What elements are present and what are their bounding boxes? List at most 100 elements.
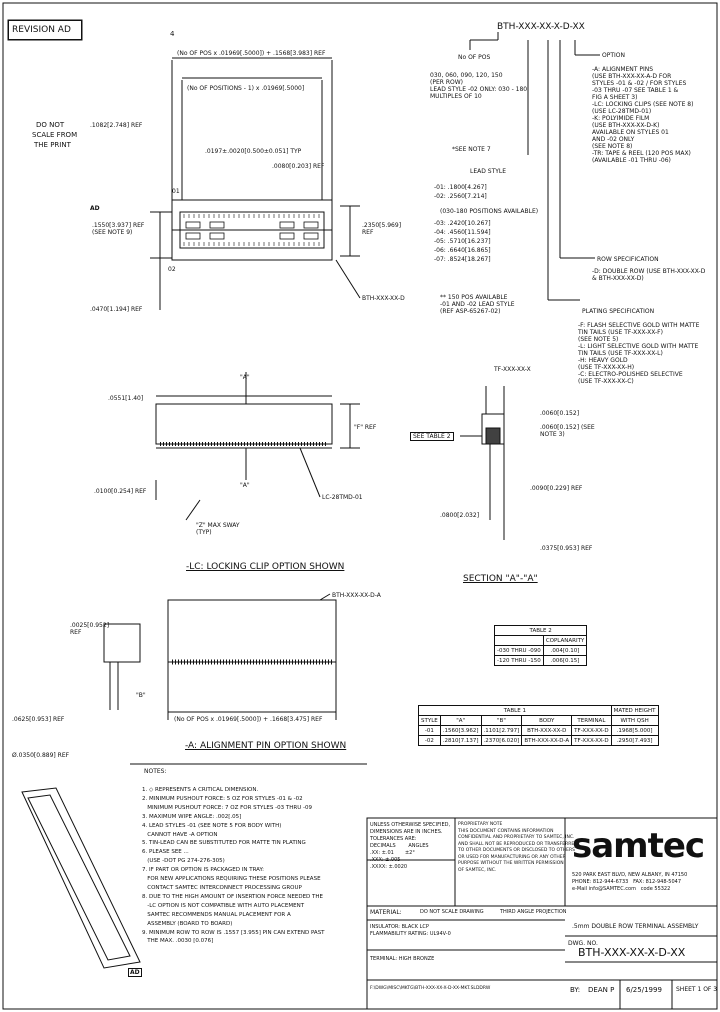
top-dim-8: .0470[1.194] REF	[90, 306, 143, 313]
side-callout: LC-28TMD-01	[322, 494, 363, 501]
drawn-by: DEAN P	[588, 986, 615, 994]
table-2-cell: -120 THRU -150	[494, 655, 544, 666]
see-note-7: *SEE NOTE 7	[452, 146, 491, 153]
dwg-no: BTH-XXX-XX-X-D-XX	[578, 946, 686, 959]
drawing-date: 6/25/1999	[626, 986, 662, 994]
table-1-cell: -01	[418, 725, 441, 736]
table-1-cell: -02	[418, 735, 441, 746]
table-2-cell: .006[0.15]	[542, 655, 588, 666]
material-label: MATERIAL:	[370, 909, 402, 916]
row-spec-text: -D: DOUBLE ROW (USE BTH-XXX-XX-D & BTH-X…	[592, 268, 706, 282]
title-block-frame	[366, 817, 718, 1010]
row-spec-title: ROW SPECIFICATION	[597, 256, 659, 263]
align-dim-3: Ø.0350[0.889] REF	[12, 752, 70, 759]
side-dim-f: "F" REF	[354, 424, 377, 431]
file-path: F:\DWG\MISC\MKTG\BTH-XXX-XX-X-D-XX-MKT.S…	[370, 986, 491, 991]
table-1-cell: .2370[6.020]	[480, 735, 523, 746]
option-title: OPTION	[602, 52, 625, 59]
table-1-right-title: MATED HEIGHT	[610, 705, 659, 716]
table-2-title: TABLE 2	[493, 625, 588, 636]
revision-label-box: REVISION AD	[8, 20, 82, 40]
samtec-address: 520 PARK EAST BLVD, NEW ALBANY, IN 47150…	[572, 872, 688, 892]
align-dim-4: (No OF POS x .01969[.5000]) + .1668[3.47…	[174, 716, 323, 723]
sheet-number: SHEET 1 OF 3	[676, 986, 718, 993]
table-2-header	[494, 635, 544, 646]
lead-style-01: -01: .1800[4.267]	[434, 184, 487, 191]
top-dim-6: .1550[3.937] REF (SEE NOTE 9)	[92, 222, 145, 236]
top-view-slots	[185, 221, 319, 240]
table-2-cell: .004[0.10]	[542, 645, 588, 656]
proprietary-note: PROPRIETARY NOTE THIS DOCUMENT CONTAINS …	[458, 822, 578, 873]
table-1-cell: .1560[3.962]	[439, 725, 482, 736]
align-view-title: -A: ALIGNMENT PIN OPTION SHOWN	[185, 741, 347, 751]
table-1-header: "B"	[480, 715, 523, 726]
align-marker-b: "B"	[136, 692, 146, 699]
table-1-cell: BTH-XXX-XX-D	[521, 725, 573, 736]
top-dim-4: .1082[2.748] REF	[90, 122, 143, 129]
section-dim-2: .0060[0.152] (SEE NOTE 3)	[540, 424, 595, 438]
notes-text: 1. ◇ REPRESENTS A CRITICAL DIMENSION. 2.…	[142, 787, 325, 945]
side-view-title: -LC: LOCKING CLIP OPTION SHOWN	[186, 562, 345, 572]
part-number-header: BTH-XXX-XX-X-D-XX	[497, 22, 585, 32]
do-not-scale-1: DO NOT	[36, 121, 65, 129]
by-label: BY:	[570, 986, 581, 994]
samtec-logo: samtec	[572, 826, 705, 866]
table-1-cell: TF-XXX-XX-D	[571, 725, 612, 736]
rev-marker-notes: AD	[128, 968, 142, 977]
pin-label-02: 02	[168, 266, 176, 273]
table-1-header: "A"	[439, 715, 482, 726]
lead-style-02: -02: .2560[7.214]	[434, 193, 487, 200]
no-of-pos-title: No OF POS	[458, 54, 491, 61]
table-2-header: COPLANARITY	[542, 635, 588, 646]
revision-label: REVISION AD	[12, 25, 71, 35]
lead-style-07: -07: .8524[18.267]	[434, 256, 491, 263]
lead-style-03: -03: .2420[10.267]	[434, 220, 491, 227]
table-1-header: BODY	[521, 715, 573, 726]
top-dim-2: (No OF POSITIONS - 1) x .01969[.5000]	[187, 85, 305, 92]
lead-style-note: (030-180 POSITIONS AVAILABLE)	[440, 208, 539, 215]
see-table-2: SEE TABLE 2	[410, 432, 454, 441]
section-dim-5: .0375[0.953] REF	[540, 545, 593, 552]
plating-text: -F: FLASH SELECTIVE GOLD WITH MATTE TIN …	[578, 322, 700, 385]
lead-style-05: -05: .5710[16.237]	[434, 238, 491, 245]
table-1-cell: TF-XXX-XX-D	[571, 735, 612, 746]
connector-3d-sketch	[21, 787, 141, 969]
section-title: SECTION "A"-"A"	[463, 574, 538, 584]
critical-note-marker: 4	[170, 30, 175, 38]
table-1-header: WITH QSH	[610, 715, 659, 726]
top-dim-7: .2350[5.969] REF	[362, 222, 402, 236]
align-callout: BTH-XXX-XX-D-A	[332, 592, 381, 599]
do-not-scale-3: THE PRINT	[34, 141, 71, 149]
table-1-title: TABLE 1	[418, 705, 612, 716]
side-view-body	[155, 403, 333, 445]
section-dim-1: .0060[0.152]	[540, 410, 580, 417]
side-view-terminals	[160, 442, 332, 665]
table-2: TABLE 2 COPLANARITY -030 THRU -090.004[0…	[493, 625, 588, 666]
dwg-no-label: DWG. NO.	[568, 940, 598, 947]
table-1-cell: BTH-XXX-XX-D-A	[521, 735, 573, 746]
section-marker-a-top: "A"	[240, 374, 250, 381]
notes-title: NOTES:	[144, 768, 167, 775]
side-dim-h: .0551[1.40]	[108, 395, 144, 402]
align-end-view	[103, 623, 141, 663]
description: .5mm DOUBLE ROW TERMINAL ASSEMBLY	[572, 923, 699, 930]
do-not-scale-2: SCALE FROM	[32, 131, 78, 139]
table-1-cell: .2950[7.493]	[610, 735, 659, 746]
align-side-view	[167, 599, 337, 663]
third-angle-projection: THIRD ANGLE PROJECTION	[500, 909, 567, 915]
option-text: -A: ALIGNMENT PINS (USE BTH-XXX-XX-A-D F…	[592, 66, 694, 164]
lead-style-06: -06: .6640[16.865]	[434, 247, 491, 254]
terminal-spec: TERMINAL: HIGH BRONZE	[370, 956, 435, 962]
insulator-spec: INSULATOR: BLACK LCP FLAMMABILITY RATING…	[370, 924, 451, 937]
rev-marker-top: AD	[90, 205, 100, 212]
side-dim-g: .0100[0.254] REF	[94, 488, 147, 495]
no-of-pos-text: 030, 060, 090, 120, 150 (PER ROW) LEAD S…	[430, 72, 528, 100]
table-1-header: STYLE	[418, 715, 441, 726]
lead-style-title: LEAD STYLE	[470, 168, 507, 175]
pin-label-01: 01	[172, 188, 180, 195]
align-dim-2: .0625[0.953] REF	[12, 716, 65, 723]
section-marker-a-bottom: "A"	[240, 482, 250, 489]
